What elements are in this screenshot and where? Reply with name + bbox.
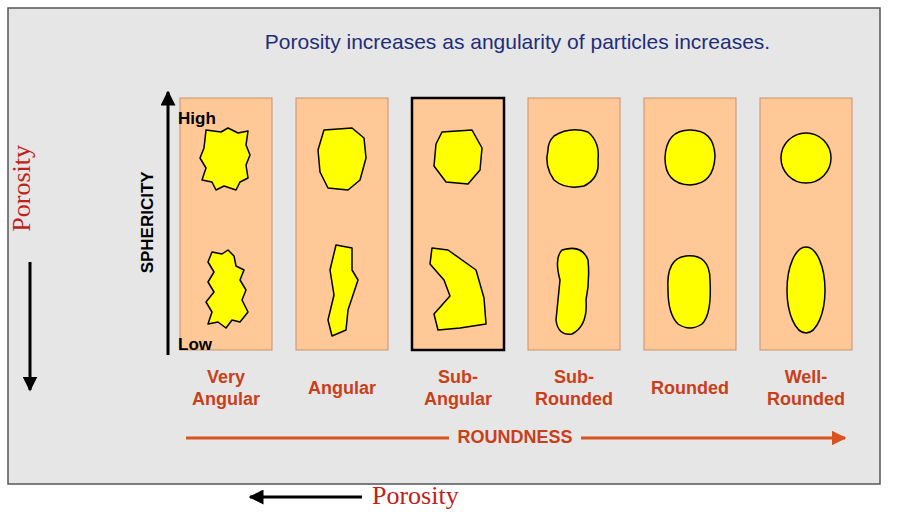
roundness-class: Sub-Angular: [410, 366, 506, 411]
porosity-label: Porosity: [8, 145, 37, 232]
grain-shapes: [200, 128, 831, 336]
grain-boxes: [180, 98, 852, 350]
axis-end-label: Low: [178, 336, 212, 355]
porosity-arrow: [29, 262, 32, 390]
roundness-class: Rounded: [642, 377, 738, 400]
porosity-arrow: [250, 496, 362, 499]
roundness-class: Very Angular: [178, 366, 274, 411]
porosity-label: Porosity: [372, 482, 459, 511]
roundness-class: Sub-Rounded: [526, 366, 622, 411]
diagram-title: Porosity increases as angularity of part…: [160, 30, 875, 54]
axis-end-label: High: [178, 110, 216, 129]
axis-title: ROUNDNESS: [449, 428, 580, 448]
sphericity-arrow: [167, 92, 170, 355]
roundness-class: Angular: [294, 377, 390, 400]
roundness-class: Well-Rounded: [758, 366, 854, 411]
axis-title: SPHERICITY: [139, 171, 158, 273]
panel: [8, 8, 880, 484]
